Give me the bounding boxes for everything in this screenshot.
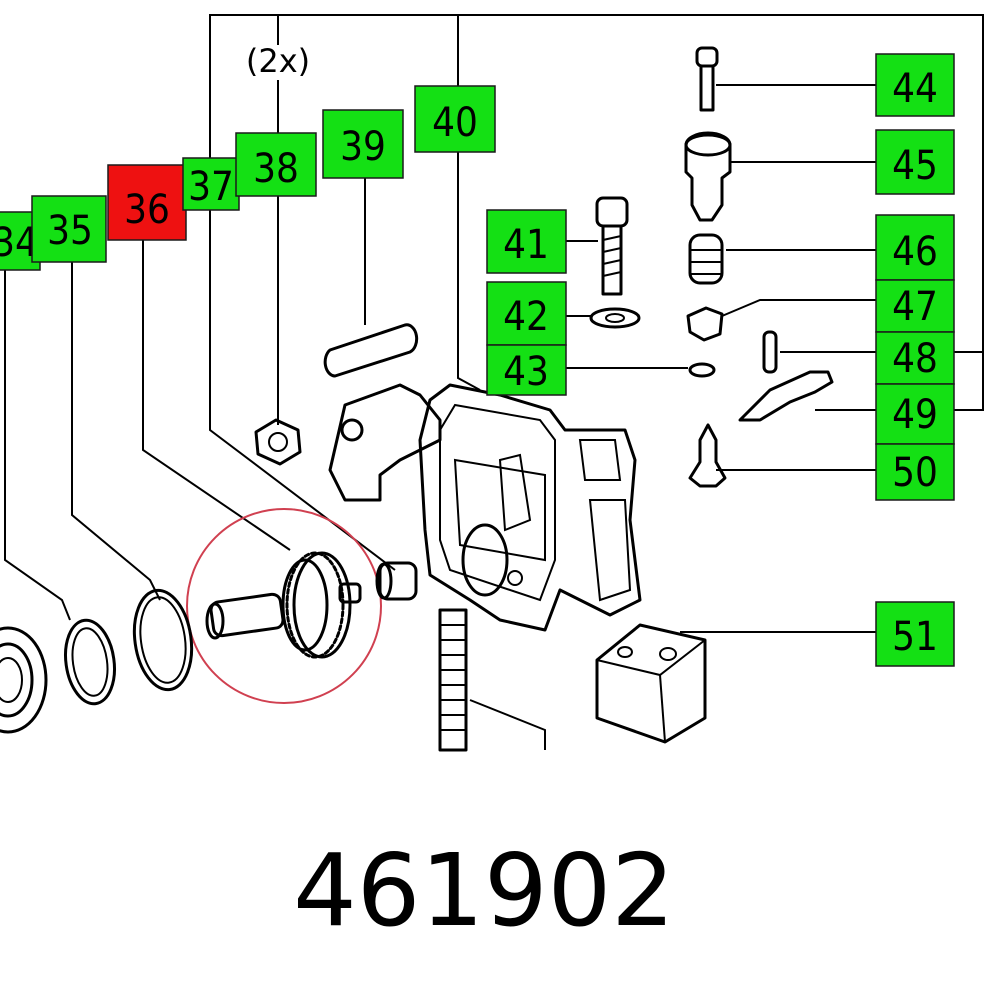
nozzle-45	[684, 131, 732, 222]
valve-50	[688, 423, 727, 488]
callout-label-50[interactable]: 50	[875, 443, 955, 501]
spring	[438, 608, 468, 752]
housing-40	[328, 383, 642, 632]
highlight-ring	[186, 508, 382, 704]
bearing-34	[0, 626, 48, 734]
screw-44	[695, 46, 719, 112]
callout-text: 47	[892, 284, 938, 330]
gear-shaft-36	[205, 551, 362, 659]
cap-47	[686, 306, 724, 342]
callout-label-44[interactable]: 44	[875, 53, 955, 117]
callout-labels: 34 35 36 37 38 39 40 41 42 43 44 45 46 4…	[0, 53, 955, 667]
o-ring-35	[132, 588, 194, 692]
callout-text: 50	[892, 450, 938, 496]
callout-text: 41	[503, 222, 549, 268]
lever-49	[738, 370, 834, 422]
callout-label-49[interactable]: 49	[875, 383, 955, 445]
callout-text: 48	[892, 336, 938, 382]
quantity-note: (2x)	[246, 42, 310, 80]
callout-label-37[interactable]: 37	[182, 157, 240, 211]
callout-text: 35	[47, 208, 93, 254]
callout-text: 46	[892, 229, 938, 275]
callout-text: 42	[503, 294, 549, 340]
callout-label-42[interactable]: 42	[486, 281, 567, 346]
callout-text: 36	[124, 187, 170, 233]
parts-artwork	[0, 46, 834, 752]
callout-text: 49	[892, 392, 938, 438]
callout-text: 40	[432, 100, 478, 146]
spring-46	[688, 233, 724, 285]
callout-label-43[interactable]: 43	[486, 344, 567, 396]
part-number: 461902	[293, 832, 675, 949]
screw-41	[595, 196, 629, 296]
callout-label-47[interactable]: 47	[875, 279, 955, 333]
block-51	[595, 623, 707, 744]
callout-label-36[interactable]: 36	[107, 164, 187, 241]
callout-text: 45	[892, 143, 938, 189]
bushing-37	[375, 561, 418, 601]
callout-label-39[interactable]: 39	[322, 109, 404, 179]
callout-label-38[interactable]: 38	[235, 132, 317, 197]
callout-text: 44	[892, 66, 938, 112]
callout-label-45[interactable]: 45	[875, 129, 955, 195]
callout-text: 51	[892, 614, 938, 660]
hex-nut-38	[254, 418, 302, 466]
callout-label-41[interactable]: 41	[486, 209, 567, 274]
callout-label-51[interactable]: 51	[875, 601, 955, 667]
pin-48	[762, 330, 778, 374]
callout-label-48[interactable]: 48	[875, 331, 955, 385]
pin-39	[323, 323, 419, 378]
callout-label-46[interactable]: 46	[875, 214, 955, 281]
leader-lines	[4, 14, 984, 750]
callout-text: 43	[503, 349, 549, 395]
callout-text: 38	[253, 146, 299, 192]
callout-text: 39	[340, 124, 386, 170]
callout-text: 37	[188, 164, 234, 210]
washer-42	[589, 307, 641, 329]
retaining-ring-34	[64, 618, 116, 706]
ring-43	[688, 362, 716, 378]
callout-label-35[interactable]: 35	[31, 195, 107, 263]
callout-label-40[interactable]: 40	[414, 85, 496, 153]
